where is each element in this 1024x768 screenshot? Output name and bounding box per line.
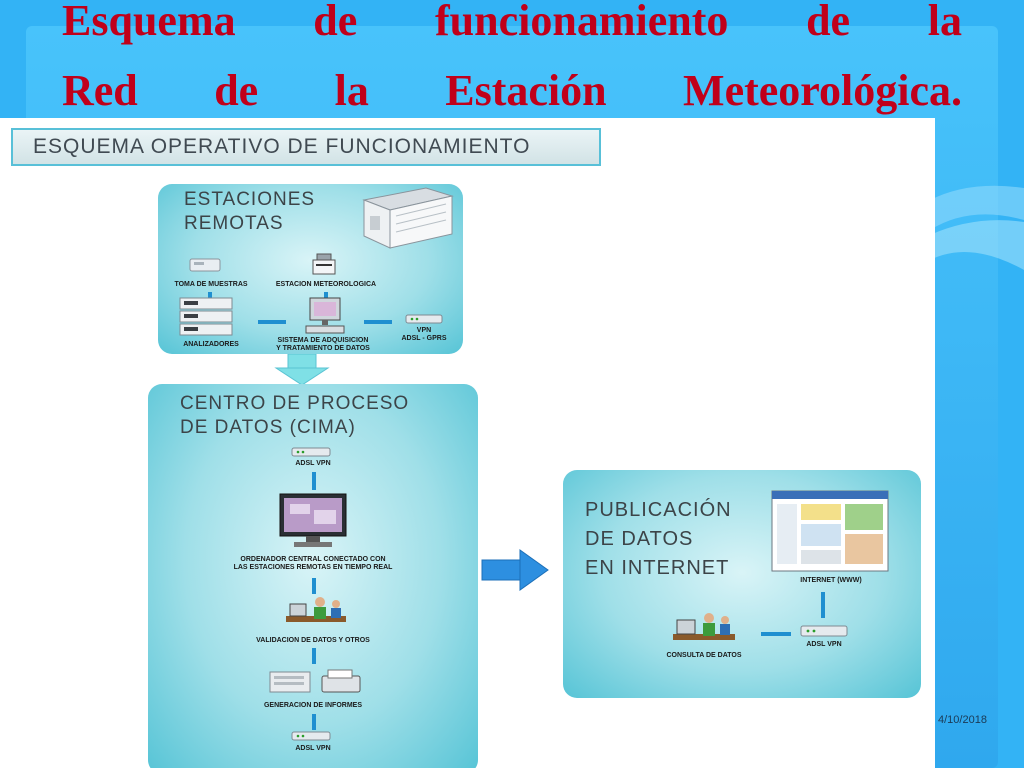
connector-ordenador-validacion (312, 578, 316, 594)
connector-sistema-vpn (364, 320, 392, 324)
website-screenshot-icon (771, 490, 889, 572)
label-analizadores: ANALIZADORES (183, 341, 239, 348)
ordenador-line2: LAS ESTACIONES REMOTAS EN TIEMPO REAL (233, 564, 393, 571)
label-estacion-meteorologica: ESTACION METEOROLOGICA (275, 281, 377, 288)
label-adsl-vpn-bottom: ADSL VPN (295, 745, 331, 752)
slide-title-line2: Red de la Estación Meteorológica. (62, 66, 962, 115)
connector-adsl-ordenador (312, 472, 316, 490)
data-validation-workers-icon (286, 597, 346, 622)
weather-station-icon (312, 253, 336, 275)
adsl-vpn-bottom-icon (291, 731, 331, 741)
cima-title: CENTRO DE PROCESO DE DATOS (CIMA) (180, 392, 409, 440)
publicacion-panel: PUBLICACIÓN DE DATOS EN INTERNET INTERNE… (563, 470, 921, 698)
shelter-cabinet-icon (362, 187, 454, 249)
publicacion-title: PUBLICACIÓN DE DATOS EN INTERNET (585, 496, 732, 583)
label-adsl-vpn-publicacion: ADSL VPN (806, 641, 842, 648)
adsl-vpn-top-icon (291, 447, 331, 457)
connector-generacion-adsl (312, 714, 316, 730)
slide-date: 4/10/2018 (938, 714, 987, 726)
slide-title: Esquema de funcionamiento de la Red de l… (62, 0, 962, 126)
slide-title-line1: Esquema de funcionamiento de la (62, 0, 962, 45)
cima-title-line2: DE DATOS (CIMA) (180, 417, 356, 438)
right-arrow-icon (481, 549, 549, 591)
vpn-line2: ADSL - GPRS (401, 335, 447, 342)
sistema-line1: SISTEMA DE ADQUISICION (277, 337, 369, 344)
diagram-header: ESQUEMA OPERATIVO DE FUNCIONAMIENTO (11, 128, 601, 166)
remote-stations-panel: ESTACIONES REMOTAS TOMA DE MUESTRAS ESTA… (158, 184, 463, 354)
label-adsl-vpn-top: ADSL VPN (295, 460, 331, 467)
adsl-vpn-publicacion-icon (800, 625, 848, 637)
label-internet-www: INTERNET (WWW) (800, 577, 862, 584)
sistema-line2: Y TRATAMIENTO DE DATOS (276, 345, 370, 352)
down-arrow-icon (274, 354, 330, 386)
label-generacion-informes: GENERACION DE INFORMES (263, 702, 362, 709)
label-vpn-adsl-gprs: VPN ADSL - GPRS (386, 327, 462, 343)
cima-title-line1: CENTRO DE PROCESO (180, 393, 410, 414)
connector-analizadores-sistema (258, 320, 286, 324)
publicacion-title-line1: PUBLICACIÓN (585, 499, 732, 521)
publicacion-title-line3: EN INTERNET (585, 557, 730, 579)
analyzers-rack-icon (179, 297, 233, 336)
remote-stations-title: ESTACIONES REMOTAS (184, 188, 315, 236)
label-ordenador-central: ORDENADOR CENTRAL CONECTADO CON LAS ESTA… (218, 556, 408, 572)
cima-panel: CENTRO DE PROCESO DE DATOS (CIMA) ADSL V… (148, 384, 478, 768)
vpn-router-icon (405, 314, 443, 324)
ordenador-line1: ORDENADOR CENTRAL CONECTADO CON (240, 556, 386, 563)
data-consultation-workers-icon (673, 613, 735, 640)
connector-validacion-generacion (312, 648, 316, 664)
report-printer-icon (269, 669, 361, 693)
remote-title-line2: REMOTAS (184, 213, 284, 234)
central-computer-icon (279, 493, 347, 547)
connector-consulta-adsl (761, 632, 791, 636)
remote-title-line1: ESTACIONES (184, 189, 316, 210)
sampler-device-icon (189, 258, 221, 272)
label-consulta-datos: CONSULTA DE DATOS (666, 652, 742, 659)
decorative-swoosh (930, 185, 1024, 270)
label-validacion: VALIDACION DE DATOS Y OTROS (256, 637, 370, 644)
acquisition-computer-icon (305, 297, 345, 334)
vpn-line1: VPN (416, 327, 432, 334)
operational-diagram: ESQUEMA OPERATIVO DE FUNCIONAMIENTO ESTA… (0, 118, 935, 768)
publicacion-title-line2: DE DATOS (585, 528, 694, 550)
label-toma-muestras: TOMA DE MUESTRAS (174, 281, 248, 288)
label-sistema-adquisicion: SISTEMA DE ADQUISICION Y TRATAMIENTO DE … (258, 337, 388, 353)
connector-internet-adsl (821, 592, 825, 618)
